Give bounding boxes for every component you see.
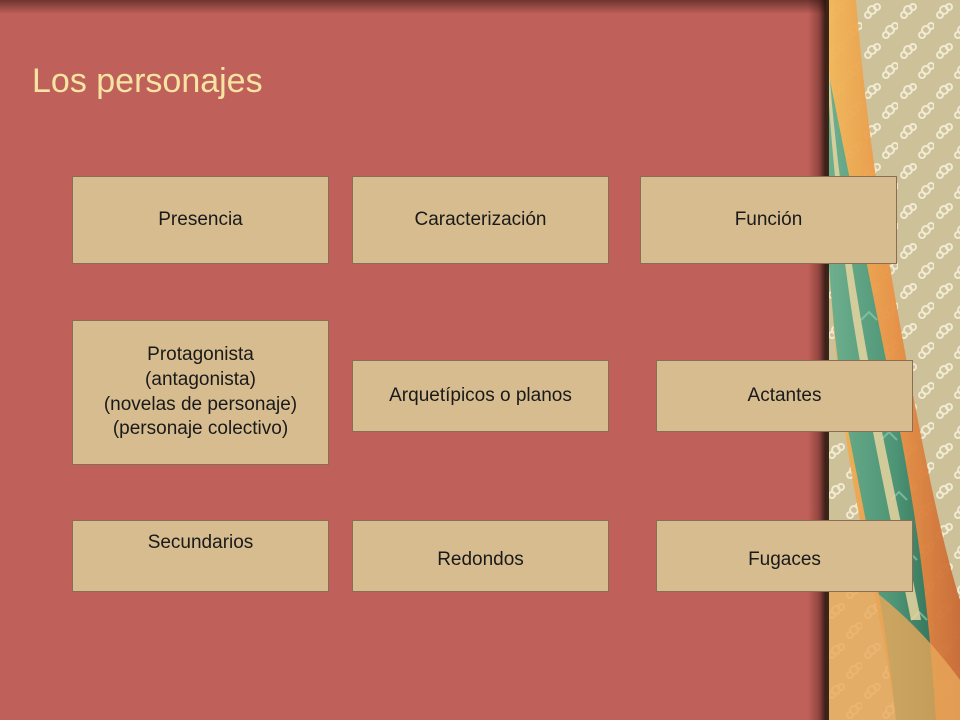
box-actantes-label: Actantes <box>747 384 822 406</box>
protagonista-line: (personaje colectivo) <box>112 418 289 440</box>
box-arquetipicos: Arquetípicos o planos <box>352 360 609 432</box>
box-actantes: Actantes <box>656 360 913 432</box>
box-funcion-label: Función <box>734 208 803 230</box>
protagonista-line: (antagonista) <box>145 368 256 390</box>
box-secundarios-label: Secundarios <box>147 532 254 553</box>
slide-title: Los personajes <box>32 62 263 100</box>
box-redondos-label: Redondos <box>437 548 524 570</box>
protagonista-line: Protagonista <box>147 344 254 366</box>
box-fugaces-label: Fugaces <box>748 548 821 570</box>
box-redondos: Redondos <box>352 520 609 592</box>
box-presencia-label: Presencia <box>158 208 243 230</box>
box-caracterizacion: Caracterización <box>352 176 609 264</box>
box-presencia: Presencia <box>72 176 329 264</box>
box-secundarios: Secundarios <box>72 520 329 592</box>
top-shadow <box>0 0 826 14</box>
box-funcion: Función <box>640 176 897 264</box>
box-fugaces: Fugaces <box>656 520 913 592</box>
box-protagonista: Protagonista (antagonista) (novelas de p… <box>72 320 329 465</box>
box-caracterizacion-label: Caracterización <box>414 208 547 230</box>
protagonista-line: (novelas de personaje) <box>103 393 298 415</box>
box-arquetipicos-label: Arquetípicos o planos <box>389 384 572 406</box>
